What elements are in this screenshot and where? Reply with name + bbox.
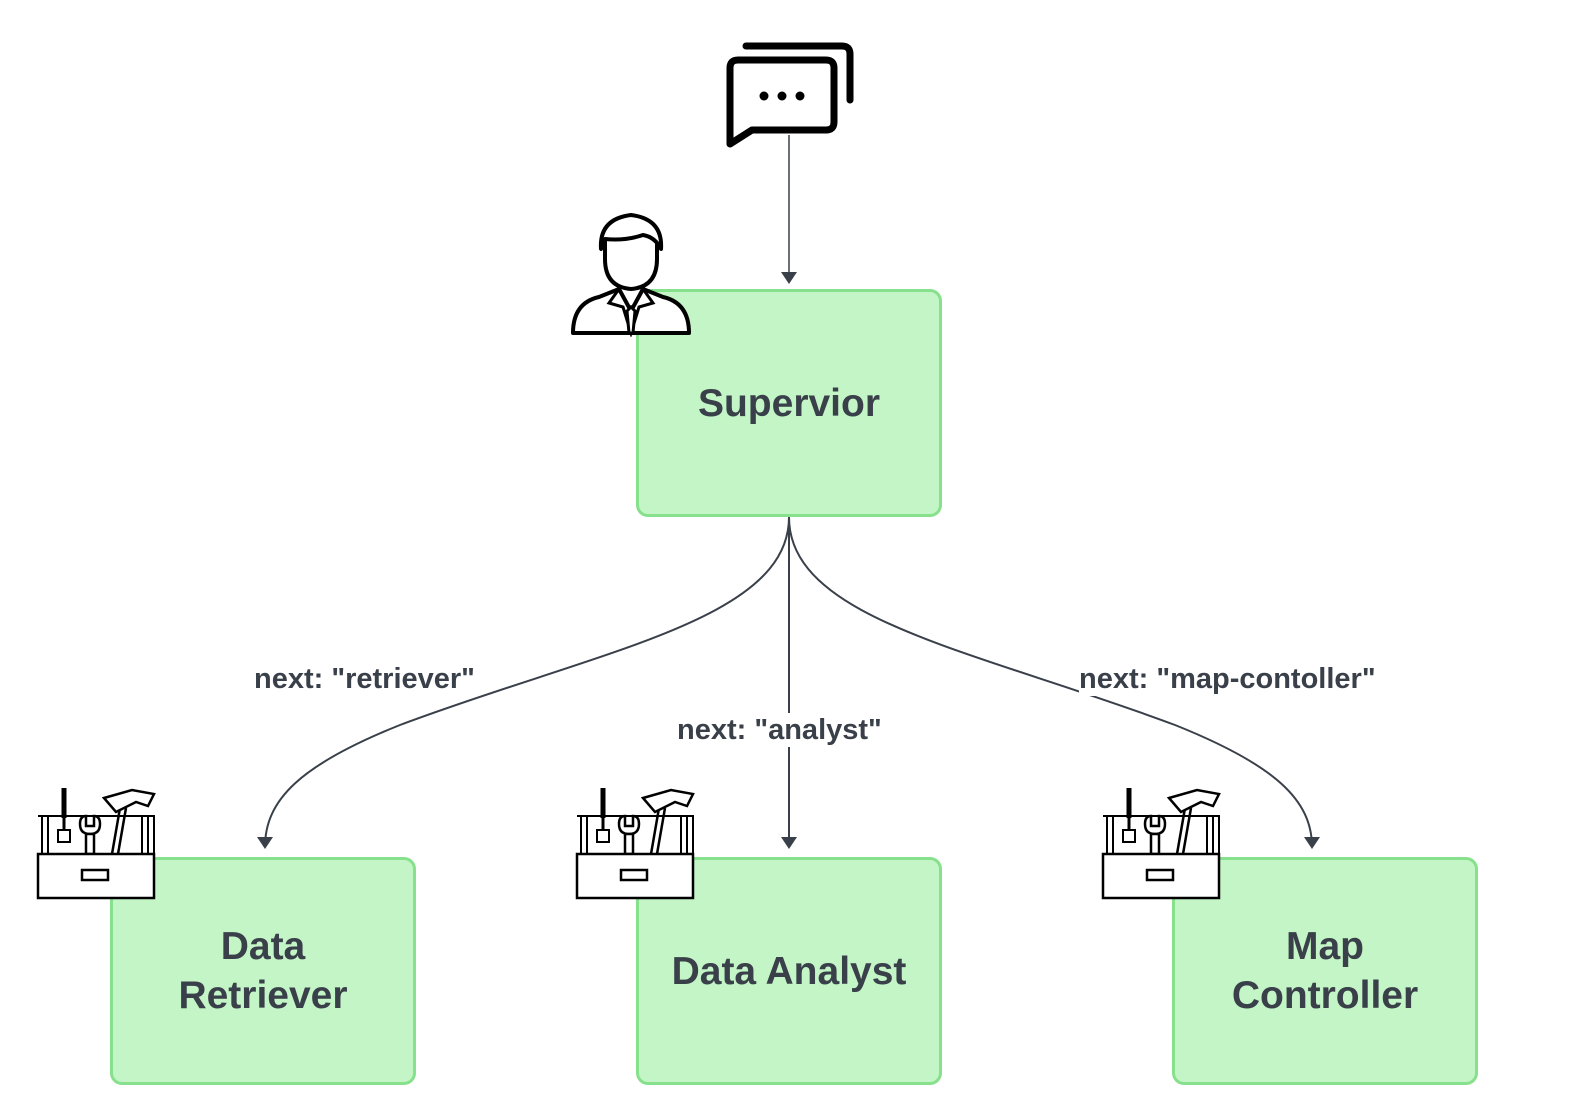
toolbox-icon [36, 788, 156, 900]
toolbox-icon [1101, 788, 1221, 900]
map-controller-label: Map Controller [1231, 925, 1419, 1017]
edge-to-map-controller [788, 516, 1320, 849]
edge-label-retriever: next: "retriever" [254, 662, 475, 696]
supervisor-label: Supervior [697, 381, 881, 425]
data-retriever-node[interactable]: Data Retriever [110, 857, 416, 1085]
chat-bubbles-icon [726, 42, 854, 148]
map-controller-node[interactable]: Map Controller [1172, 857, 1478, 1085]
businessman-icon [571, 213, 691, 337]
data-retriever-label: Data Retriever [178, 925, 348, 1017]
edge-to-retriever [257, 516, 790, 849]
toolbox-icon [575, 788, 695, 900]
data-analyst-label: Data Analyst [671, 949, 907, 993]
edge-label-analyst: next: "analyst" [677, 713, 882, 747]
edge-label-map-controller: next: "map-contoller" [1079, 662, 1376, 696]
